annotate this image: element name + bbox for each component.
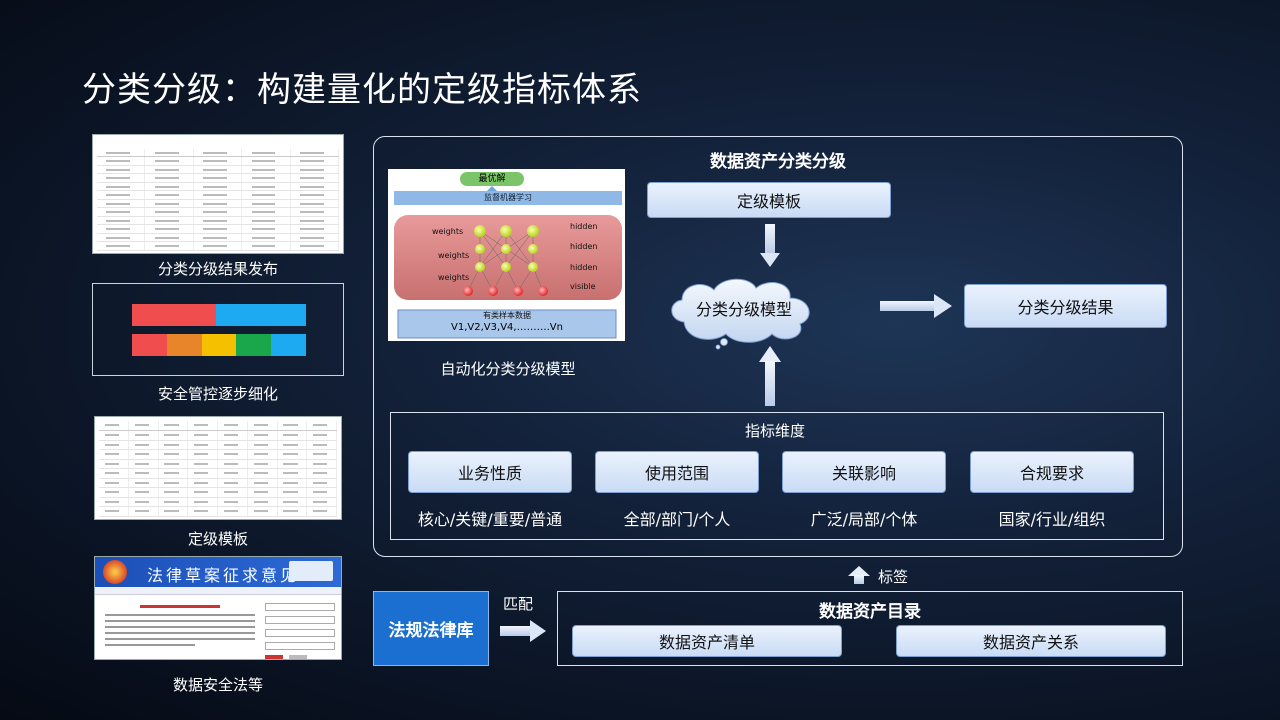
dimension-values: 广泛/局部/个体 [810, 510, 918, 529]
tag-arrow-icon [848, 566, 870, 584]
caption-result-publish: 分类分级结果发布 [157, 260, 278, 278]
dimension-compliance: 合规要求 [970, 451, 1134, 493]
nn-top-label: 最优解 [478, 174, 506, 184]
dimension-business-nature: 业务性质 [408, 451, 572, 493]
arrow-right-icon [880, 294, 952, 318]
dimensions-title: 指标维度 [744, 422, 805, 440]
slide-title: 分类分级：构建量化的定级指标体系 [82, 70, 642, 110]
law-webpage-thumbnail: 法律草案征求意见 [94, 556, 342, 660]
data-asset-catalog-title: 数据资产目录 [819, 602, 921, 622]
dimension-usage-scope: 使用范围 [595, 451, 759, 493]
nn-hidden-label: hidden [570, 222, 598, 231]
dimensions-frame [390, 412, 1164, 540]
cloud-icon [671, 278, 810, 350]
neural-network-diagram [394, 172, 622, 339]
bar-red [132, 304, 216, 326]
dimension-related-impact: 关联影响 [782, 451, 946, 493]
main-frame [373, 136, 1183, 557]
data-asset-catalog-frame [557, 591, 1183, 666]
nn-sample-label: 有类样本数据 [483, 311, 531, 320]
nn-caption: 自动化分类分级模型 [440, 360, 576, 378]
template-table-thumbnail [94, 416, 342, 520]
tag-label: 标签 [878, 568, 909, 586]
arrow-down-icon [760, 224, 780, 268]
main-frame-title: 数据资产分类分级 [710, 152, 846, 172]
nn-hidden-label: hidden [570, 242, 598, 251]
data-asset-relations: 数据资产关系 [896, 625, 1166, 657]
grading-template-box: 定级模板 [647, 182, 891, 218]
national-emblem-icon [103, 560, 127, 584]
result-table-thumbnail [92, 134, 344, 254]
security-control-bars [92, 283, 344, 376]
nn-sample-vars: V1,V2,V3,V4,……….Vn [451, 322, 563, 333]
dimension-values: 全部/部门/个人 [623, 510, 731, 529]
nn-weight-label: weights [432, 227, 464, 236]
bar-blue [216, 304, 306, 326]
nn-hidden-label: hidden [570, 263, 598, 272]
classification-result-box: 分类分级结果 [964, 284, 1167, 328]
dimension-values: 核心/关键/重要/普通 [417, 510, 563, 529]
data-asset-inventory: 数据资产清单 [572, 625, 842, 657]
nn-layer-label: 监督机器学习 [484, 193, 532, 202]
dimension-values: 国家/行业/组织 [998, 510, 1106, 529]
nn-visible-label: visible [570, 282, 596, 291]
nn-weight-label: weights [438, 273, 470, 282]
caption-grading-template: 定级模板 [187, 530, 248, 548]
arrow-up-icon [759, 346, 781, 406]
neural-network-figure: 最优解 监督机器学习 weights weights weights hidde… [388, 169, 625, 341]
law-banner-text: 法律草案征求意见 [147, 566, 300, 585]
match-label: 匹配 [503, 595, 534, 613]
law-library-box: 法规法律库 [373, 591, 489, 666]
match-arrow-icon [500, 620, 546, 642]
caption-security-control: 安全管控逐步细化 [157, 385, 278, 403]
nn-weight-label: weights [438, 251, 470, 260]
law-library-label: 法规法律库 [388, 621, 474, 641]
caption-data-security-law: 数据安全法等 [172, 676, 263, 694]
classification-model-label: 分类分级模型 [695, 300, 792, 319]
